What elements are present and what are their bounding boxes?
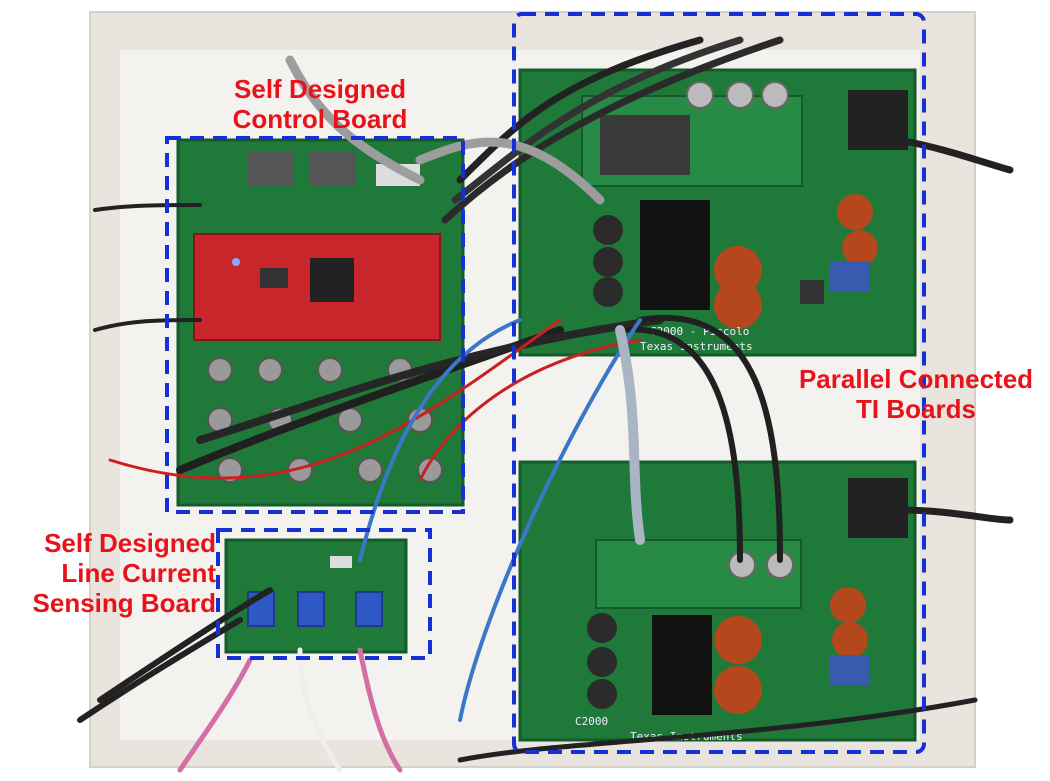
top-board-vendor: Texas Instruments <box>640 340 753 353</box>
ti-boards-label-line1: Parallel Connected <box>798 364 1034 394</box>
control-board-label-line2: Control Board <box>232 104 408 134</box>
bottom-board-silkscreen: C2000 <box>575 715 608 728</box>
cables <box>77 36 1014 773</box>
sensing-board-box <box>216 528 432 660</box>
control-board-label: Self Designed Control Board <box>212 74 428 134</box>
sensing-board-label-line1: Self Designed <box>44 528 216 558</box>
ti-boards-label-line2: TI Boards <box>856 394 976 424</box>
sensing-board-label-line2: Line Current <box>61 558 216 588</box>
sensing-board-label-line3: Sensing Board <box>32 588 216 618</box>
sensing-board <box>224 538 408 654</box>
ti-board-bottom: C2000 Texas Instruments <box>518 460 917 743</box>
sensing-board-label: Self Designed Line Current Sensing Board <box>2 528 216 618</box>
control-board <box>176 138 465 507</box>
ti-boards-label: Parallel Connected TI Boards <box>776 364 1050 424</box>
control-board-box <box>165 136 465 514</box>
ti-boards-box <box>512 12 926 754</box>
control-board-label-line1: Self Designed <box>234 74 406 104</box>
annotation-boxes <box>165 12 926 754</box>
